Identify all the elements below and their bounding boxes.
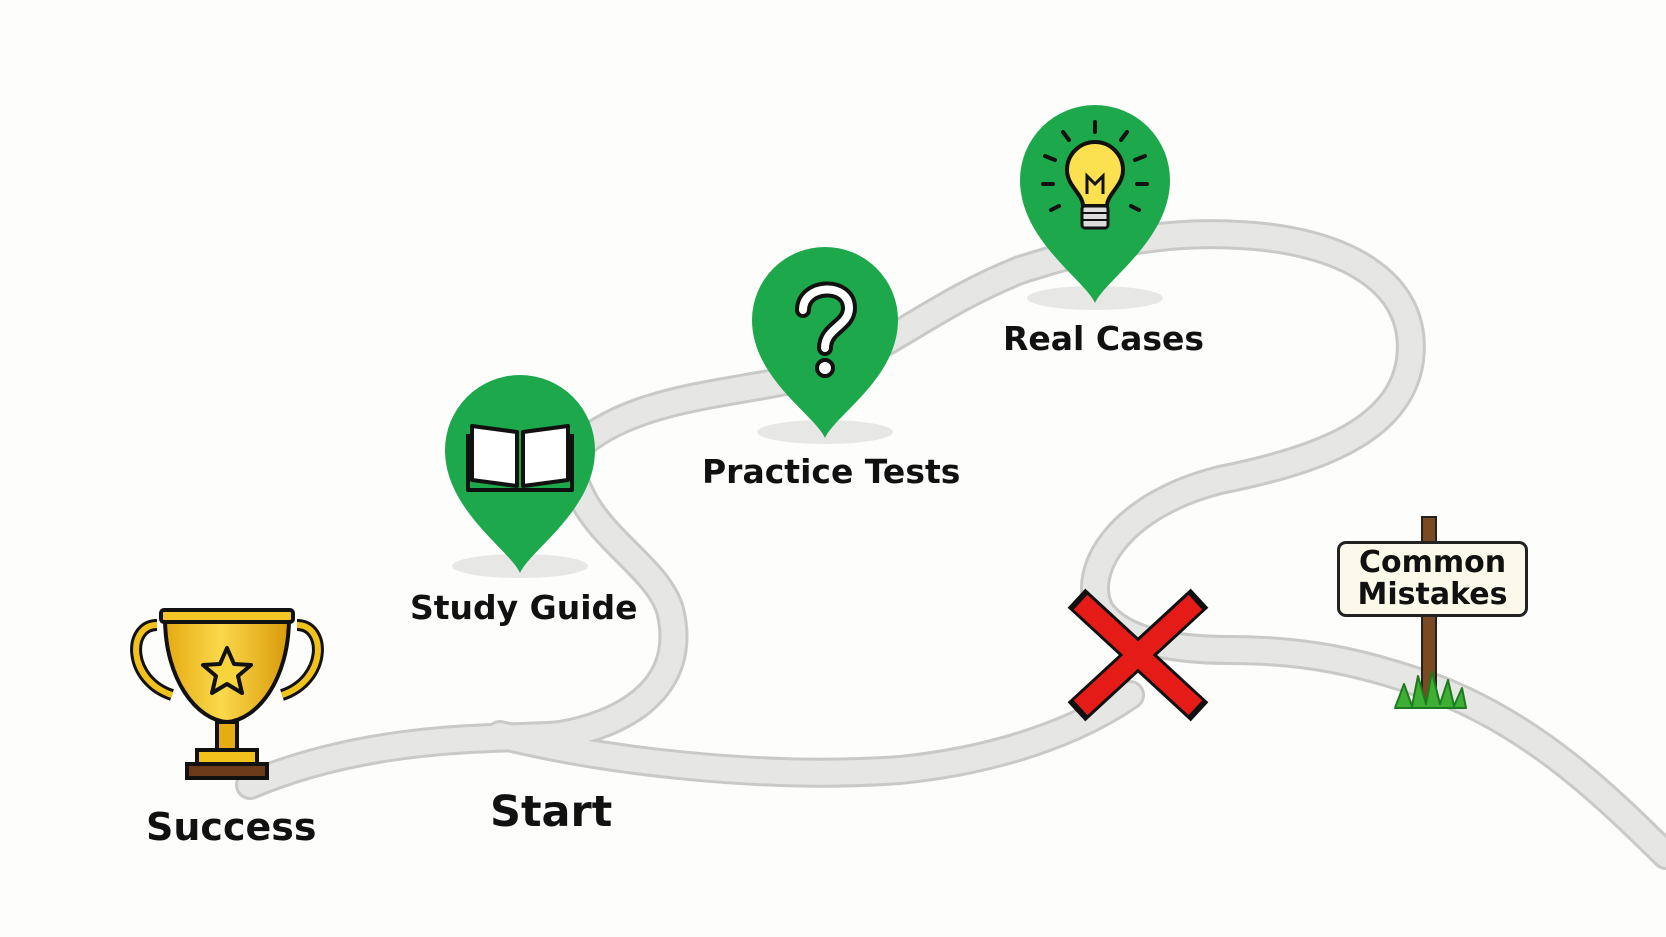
study-guide-pin[interactable] bbox=[445, 375, 595, 573]
red-x-icon bbox=[1067, 588, 1209, 722]
road-surface bbox=[488, 683, 1142, 785]
milestone-label-study-guide: Study Guide bbox=[410, 588, 638, 627]
common-mistakes-sign: Common Mistakes bbox=[1337, 541, 1528, 617]
start-label: Start bbox=[490, 787, 613, 837]
sign-line-1: Common bbox=[1358, 545, 1507, 580]
milestone-label-practice-tests: Practice Tests bbox=[702, 452, 961, 491]
road-surface bbox=[238, 222, 1666, 867]
real-cases-pin[interactable] bbox=[1020, 105, 1170, 303]
lightbulb-icon bbox=[1041, 120, 1149, 230]
question-mark-icon bbox=[795, 281, 858, 378]
road bbox=[235, 219, 1666, 870]
trophy-icon bbox=[130, 608, 324, 780]
book-icon bbox=[466, 424, 574, 492]
sign-line-2: Mistakes bbox=[1357, 577, 1508, 612]
milestone-label-real-cases: Real Cases bbox=[1003, 319, 1205, 358]
grass bbox=[1394, 671, 1467, 709]
practice-tests-pin[interactable] bbox=[752, 247, 898, 438]
success-label: Success bbox=[146, 805, 317, 849]
